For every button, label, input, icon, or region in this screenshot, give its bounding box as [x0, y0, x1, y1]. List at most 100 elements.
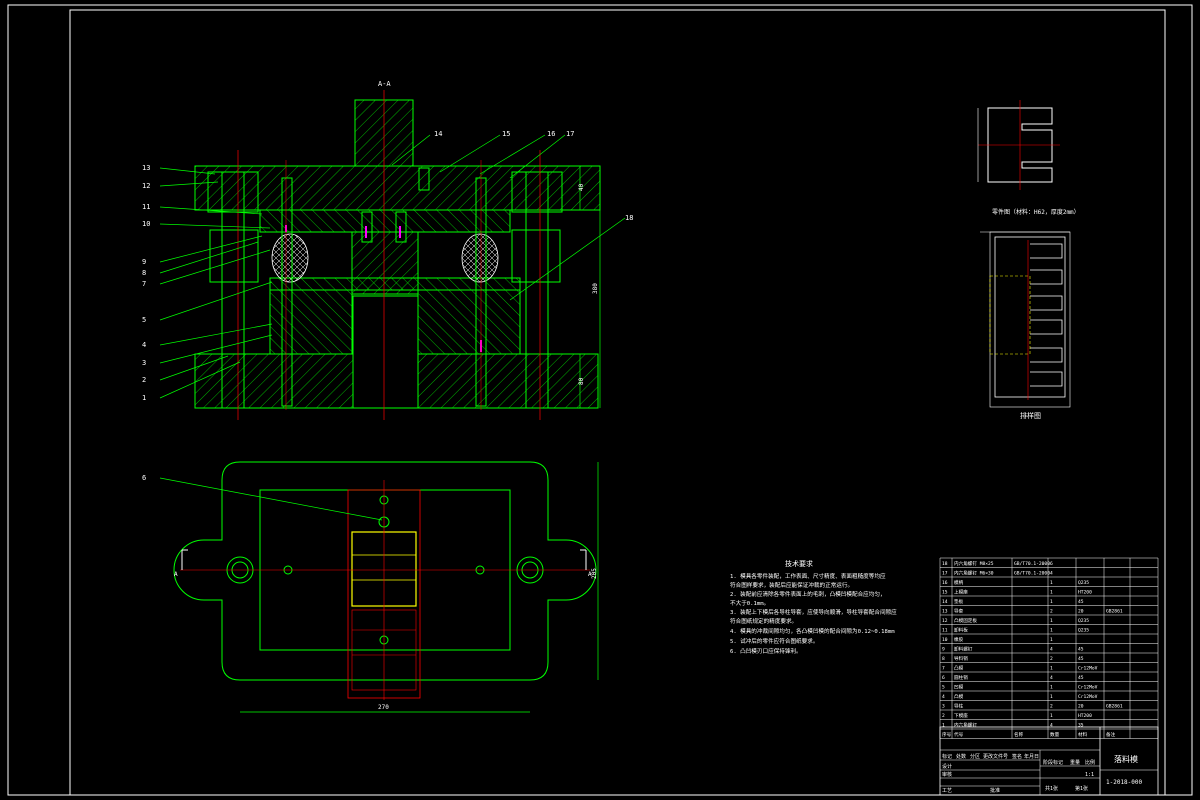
- tech-line-2: 符合图样要求，装配后应能保证冲裁的正常运行。: [730, 581, 853, 589]
- bom-cell: 1: [1050, 637, 1053, 643]
- role-review: 审核: [942, 771, 952, 778]
- technical-requirements: 技术要求 1. 模具各零件装配，工作表面、尺寸精度、表面粗糙度等均应 符合图样要…: [730, 559, 897, 655]
- bom-cell: 10: [942, 637, 948, 643]
- bom-cell: HT200: [1078, 713, 1092, 719]
- title-block: 标记 处数 分区 更改文件号 签名 年月日 设计 审核 工艺 批准 阶段标记 重…: [939, 726, 1159, 796]
- stage-label: 阶段标记: [1043, 759, 1063, 766]
- bom-cell: 下模座: [954, 712, 968, 719]
- callout-17: 17: [566, 130, 574, 138]
- bom-cell: 45: [1078, 675, 1084, 681]
- bom-cell: 18: [942, 561, 948, 567]
- bom-cell: 1: [942, 723, 945, 729]
- section-view-a-a: A-A: [194, 80, 601, 420]
- bom-cell: Cr12MoV: [1078, 666, 1098, 672]
- bom-cell: 3: [942, 704, 945, 710]
- bom-cell: 2: [1050, 609, 1053, 615]
- bom-cell: 1: [1050, 580, 1053, 586]
- bom-cell: 45: [1078, 647, 1084, 653]
- role-approve: 批准: [990, 787, 1000, 794]
- bom-cell: 凹模: [954, 684, 964, 691]
- tech-line-6: 符合图纸规定的精度要求。: [730, 617, 797, 625]
- bom-header-cell: 代号: [954, 731, 964, 738]
- bom-cell: 1: [1050, 694, 1053, 700]
- callout-3: 3: [142, 359, 146, 367]
- dim-height-plan: 205: [591, 568, 598, 579]
- tech-line-8: 5. 试冲后的零件应符合图纸要求。: [730, 637, 818, 645]
- callout-6: 6: [142, 474, 146, 482]
- part-drawing: 零件图（材料：H62，厚度2mm）: [977, 100, 1080, 216]
- bom-cell: 1: [1050, 618, 1053, 624]
- bom-cell: 垫板: [954, 598, 964, 605]
- bom-cell: Q235: [1078, 618, 1089, 624]
- bom-cell: 1: [1050, 666, 1053, 672]
- bom-cell: 4: [1050, 571, 1053, 577]
- plan-view: 6 A A 270 205: [142, 461, 599, 713]
- upper-callout-labels: 13 12 11 10 9 8 7 5 4 3 2 1 14 15 16 17 …: [142, 130, 633, 402]
- dim-height-total: 380: [592, 283, 599, 294]
- bom-cell: 上模座: [954, 589, 968, 596]
- section-arrow-left: A: [174, 571, 178, 578]
- bom-cell: 8: [942, 656, 945, 662]
- bom-cell: 17: [942, 571, 948, 577]
- dim-width-plan: 270: [378, 704, 389, 711]
- scale-value: 1:1: [1085, 772, 1094, 778]
- bom-cell: Cr12MoV: [1078, 694, 1098, 700]
- callout-8: 8: [142, 269, 146, 277]
- bom-cell: 45: [1078, 599, 1084, 605]
- bom-cell: Q235: [1078, 580, 1089, 586]
- bom-cell: 导套: [954, 608, 964, 615]
- bom-cell: 1: [1050, 599, 1053, 605]
- bom-cell: 凸模: [954, 693, 964, 700]
- bom-cell: 4: [1050, 723, 1053, 729]
- bom-cell: GB/T70.1-2000: [1014, 571, 1050, 577]
- bom-cell: 1: [1050, 685, 1053, 691]
- callout-4: 4: [142, 341, 146, 349]
- bom-cell: 11: [942, 628, 948, 634]
- bom-cell: 20: [1078, 609, 1084, 615]
- bom-cell: 12: [942, 618, 948, 624]
- bom-cell: 内六角螺钉 M6×30: [954, 570, 994, 577]
- row-label-mark: 标记: [942, 753, 952, 760]
- row-label-zone: 分区: [970, 753, 980, 760]
- callout-14: 14: [434, 130, 442, 138]
- strip-layout: 排样图: [980, 231, 1071, 420]
- bom-cell: 卸料板: [954, 627, 968, 634]
- role-design: 设计: [942, 763, 952, 770]
- bom-cell: Cr12MoV: [1078, 685, 1098, 691]
- bom-cell: 2: [1050, 704, 1053, 710]
- bom-cell: GB/T70.1-2000: [1014, 561, 1050, 567]
- tech-line-3: 2. 装配前应清除各零件表面上的毛刺，凸模凹模配合应均匀，: [730, 590, 886, 598]
- callout-7: 7: [142, 280, 146, 288]
- callout-1: 1: [142, 394, 146, 402]
- bom-cell: 凸模固定板: [954, 617, 977, 624]
- callout-15: 15: [502, 130, 510, 138]
- bom-cell: 1: [1050, 713, 1053, 719]
- bom-cell: 7: [942, 666, 945, 672]
- inner-frame: [69, 9, 1166, 796]
- weight-label: 重量: [1070, 759, 1080, 766]
- bom-cell: 内六角螺钉: [954, 722, 977, 729]
- bom-cell: 凸模: [954, 665, 964, 672]
- callout-18: 18: [625, 214, 633, 222]
- drawing-number: 1-2018-000: [1106, 779, 1143, 786]
- callout-leaders: [159, 134, 626, 399]
- bom-cell: GB2861: [1106, 609, 1123, 615]
- scale-label: 比例: [1085, 759, 1095, 766]
- row-label-change: 更改文件号: [983, 753, 1008, 760]
- callout-5: 5: [142, 316, 146, 324]
- bom-header-cell: 材料: [1078, 731, 1088, 738]
- row-label-sign: 签名: [1012, 753, 1022, 760]
- bom-cell: 4: [1050, 647, 1053, 653]
- bom-cell: 15: [942, 590, 948, 596]
- bom-header-cell: 名称: [1014, 731, 1024, 738]
- role-process: 工艺: [942, 788, 952, 794]
- bom-cell: 模柄: [954, 579, 964, 586]
- tech-line-7: 4. 模具的冲裁间隙均匀，各凸模凹模的配合间隙为0.12~0.18mm: [730, 627, 895, 635]
- row-label-date: 年月日: [1024, 753, 1039, 760]
- bom-cell: 圆柱销: [954, 674, 968, 681]
- bom-cell: 1: [1050, 590, 1053, 596]
- bom-cell: 导柱: [954, 703, 964, 710]
- bom-header-cell: 备注: [1106, 731, 1116, 738]
